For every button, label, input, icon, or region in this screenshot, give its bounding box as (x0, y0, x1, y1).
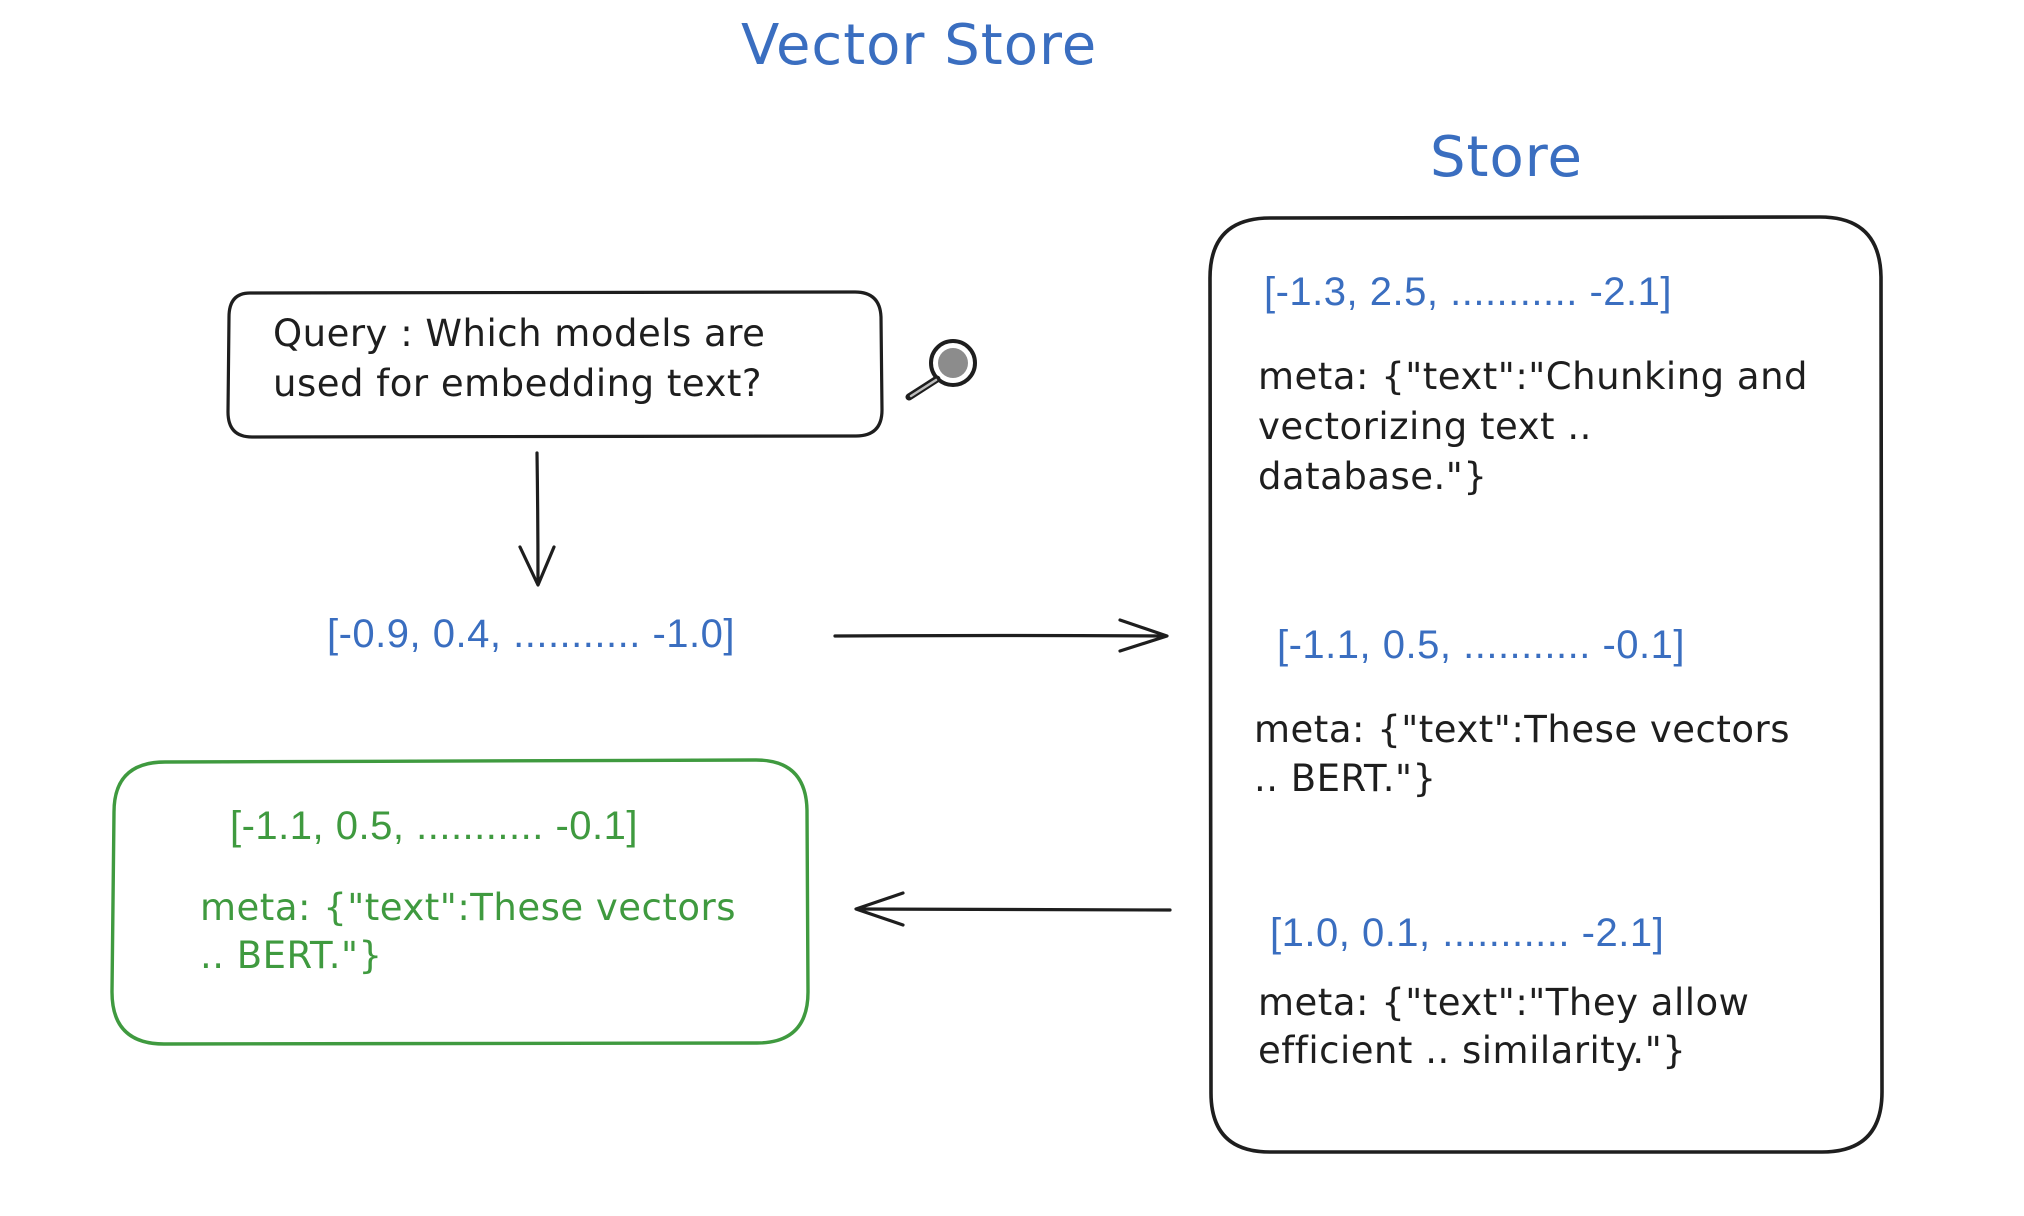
store-entry-meta-line: meta: {"text":"They allow (1258, 981, 1750, 1024)
arrow-query-to-vector (518, 451, 556, 587)
arrow-store-to-result (854, 891, 1172, 927)
store-entry-vector: [1.0, 0.1, ........... -2.1] (1270, 911, 1665, 955)
store-label: Store (1430, 125, 1584, 190)
arrow-vector-to-store (833, 618, 1169, 653)
store-entry-meta-line: meta: {"text":"Chunking and (1258, 355, 1808, 398)
query-vector: [-0.9, 0.4, ........... -1.0] (327, 612, 735, 656)
store-entry-meta-line: .. BERT."} (1254, 757, 1437, 800)
result-meta-line-1: meta: {"text":These vectors (200, 886, 737, 929)
result-vector: [-1.1, 0.5, ........... -0.1] (230, 804, 638, 848)
store-entry-meta-line: vectorizing text .. (1258, 405, 1592, 448)
store-entry-meta-line: database."} (1258, 455, 1488, 498)
query-text-line-2: used for embedding text? (273, 362, 763, 405)
query-box (226, 290, 884, 439)
store-box (1208, 215, 1884, 1154)
store-entry-meta-line: efficient .. similarity."} (1258, 1029, 1687, 1072)
query-text-line-1: Query : Which models are (273, 312, 766, 355)
diagram-title: Vector Store (741, 13, 1098, 78)
result-meta-line-2: .. BERT."} (200, 934, 383, 977)
store-entry-meta-line: meta: {"text":These vectors (1254, 708, 1791, 751)
magnifier-icon (905, 339, 977, 401)
store-entry-vector: [-1.3, 2.5, ........... -2.1] (1264, 270, 1672, 314)
result-box (110, 758, 810, 1046)
store-entry-vector: [-1.1, 0.5, ........... -0.1] (1277, 623, 1685, 667)
